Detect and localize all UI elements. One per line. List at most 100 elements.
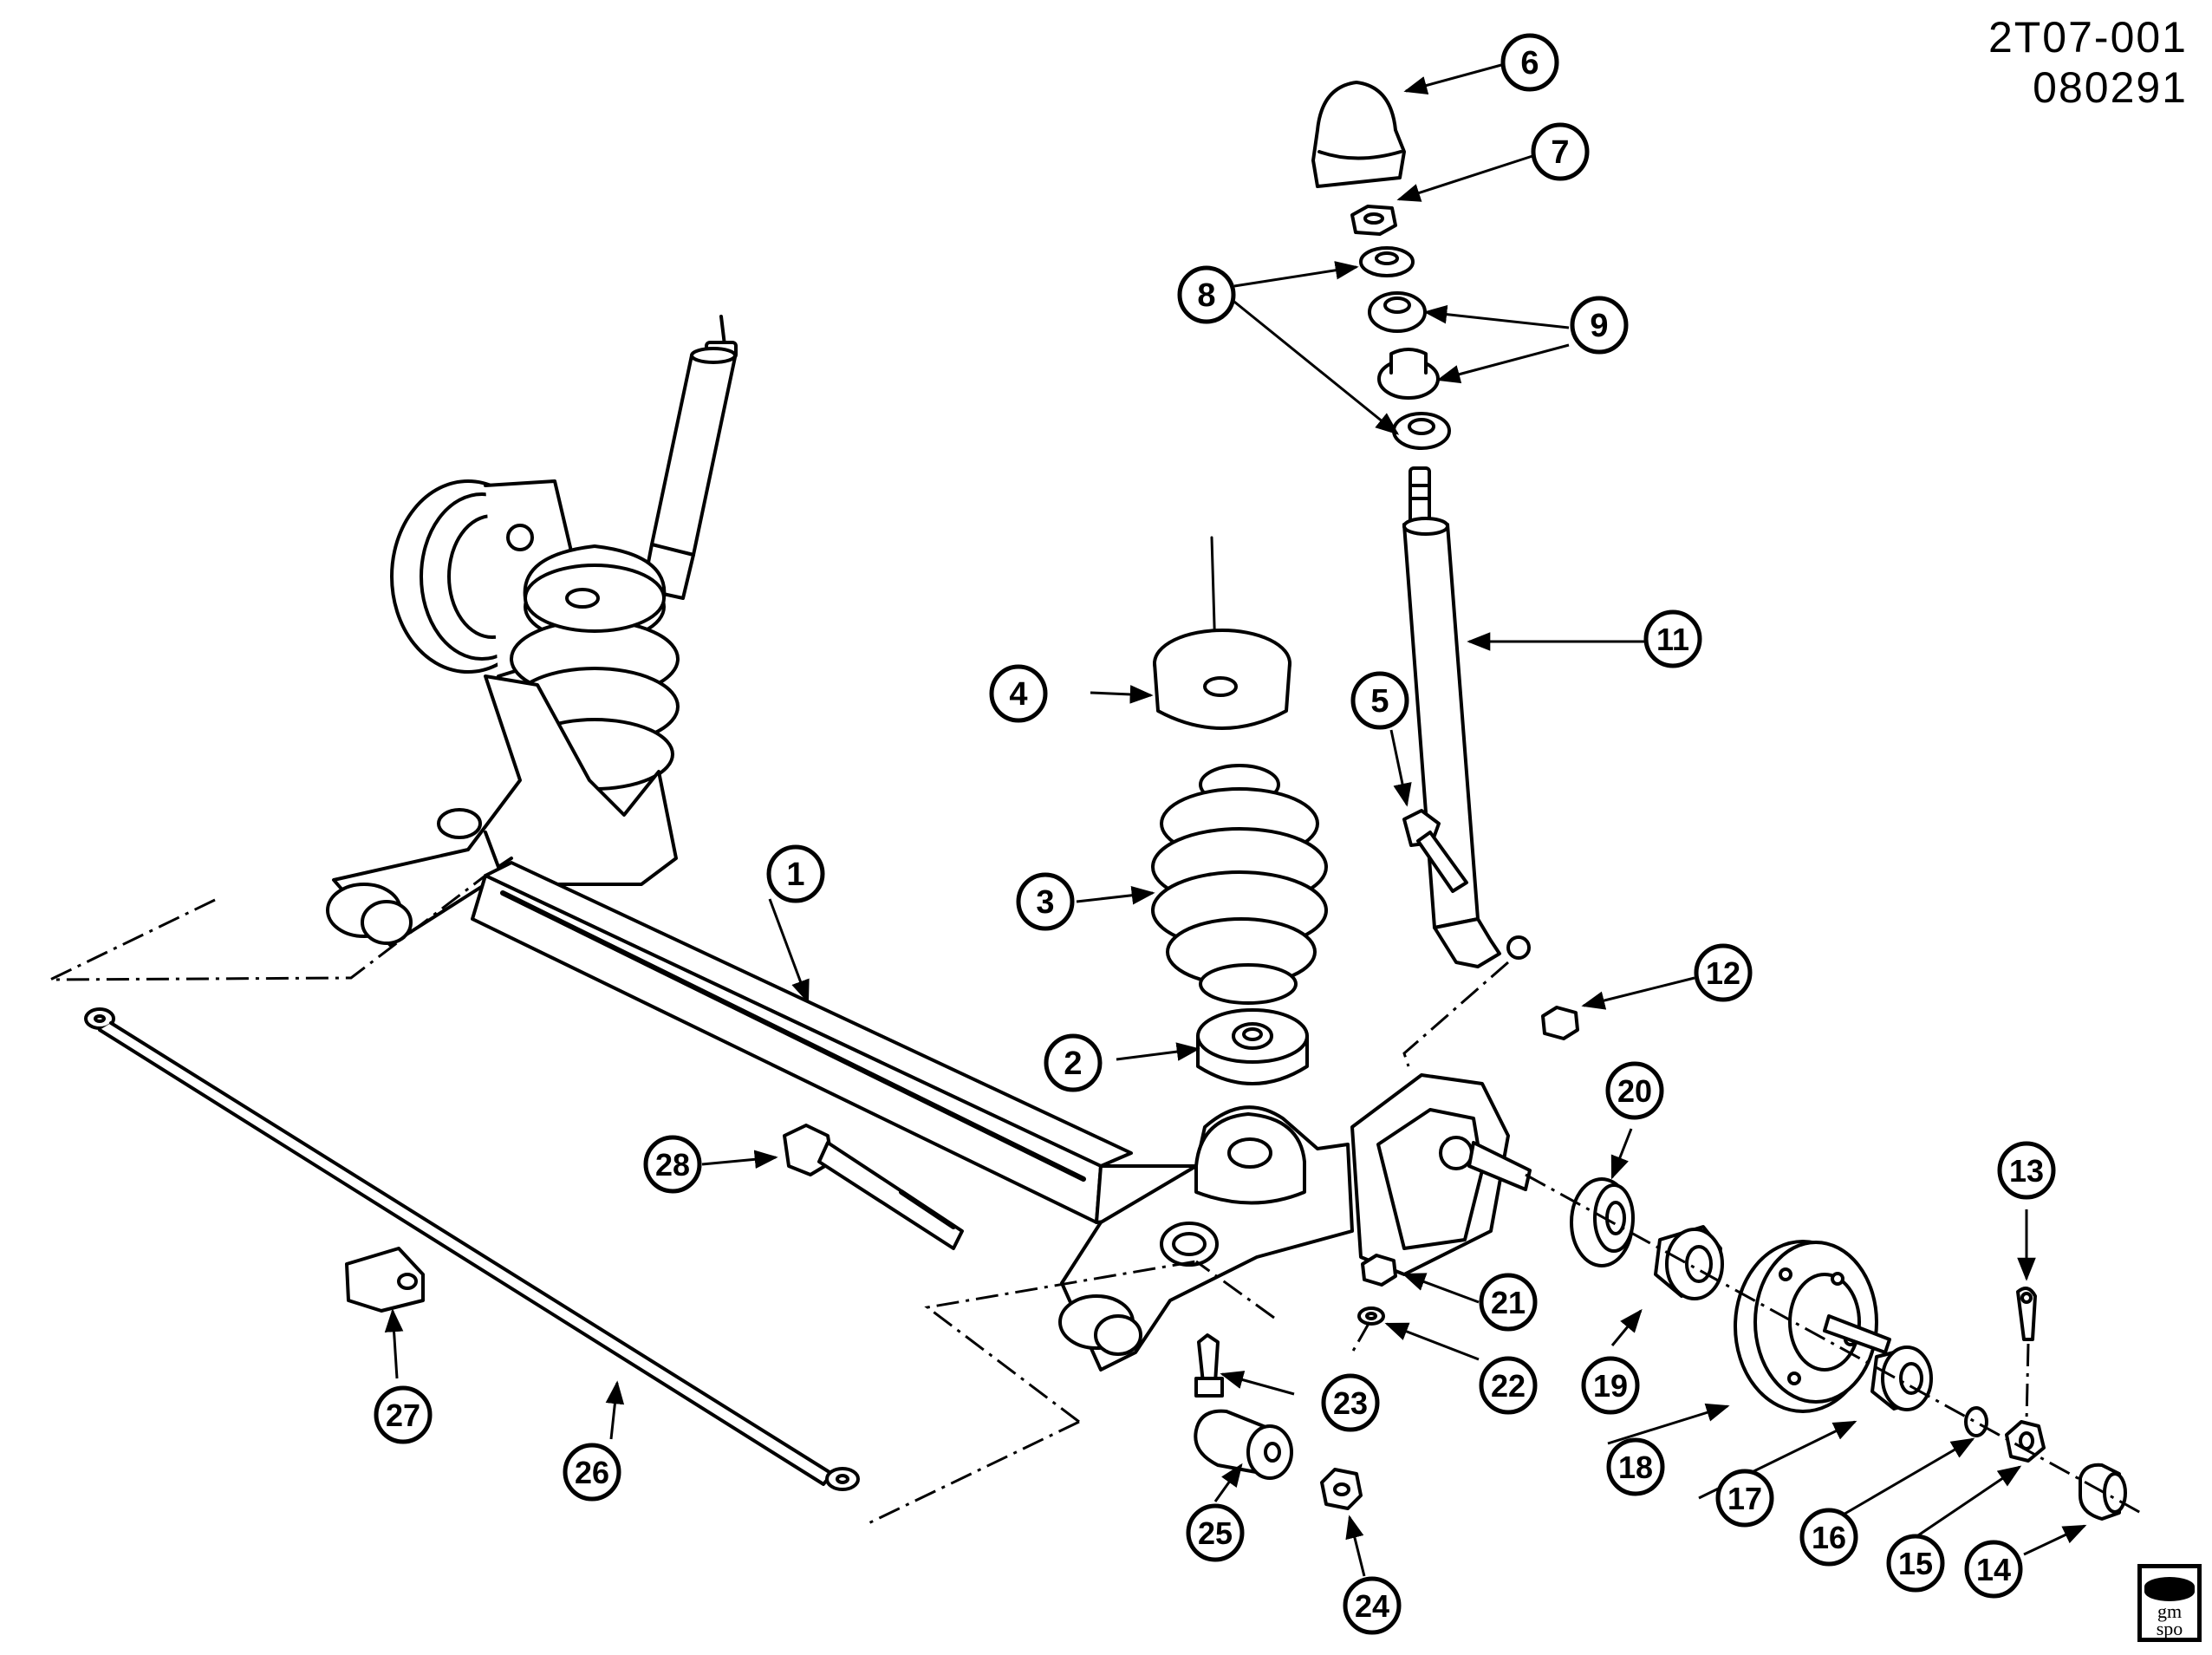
callout-label: 9 <box>1590 308 1608 344</box>
bracket-27 <box>345 1247 425 1313</box>
right-trailing-arm <box>1058 1105 1354 1372</box>
callout-circle <box>989 664 1048 723</box>
callout-4: 4 <box>989 664 1048 723</box>
callout-23: 23 <box>1321 1373 1380 1432</box>
drawing-code: 2T07-001 <box>1988 13 2188 62</box>
insulator-upper <box>1368 291 1427 333</box>
callout-19: 19 <box>1581 1356 1640 1415</box>
shock-absorber <box>1402 466 1531 968</box>
shock-cap <box>1311 81 1406 188</box>
callout-5: 5 <box>1350 671 1409 730</box>
callout-16: 16 <box>1799 1508 1858 1567</box>
retainer-lower <box>1392 412 1451 450</box>
callout-circle <box>1799 1508 1858 1567</box>
lower-spring-insulator <box>1196 1008 1309 1085</box>
callout-26: 26 <box>563 1443 621 1502</box>
callout-circle <box>1016 872 1075 931</box>
callout-circle <box>1606 1437 1665 1496</box>
callout-circle <box>1531 122 1590 181</box>
callout-circle <box>1570 296 1629 355</box>
callout-circle <box>1715 1469 1774 1528</box>
callout-7: 7 <box>1531 122 1590 181</box>
callout-label: 22 <box>1491 1368 1526 1404</box>
callout-20: 20 <box>1605 1061 1664 1120</box>
callout-24: 24 <box>1343 1576 1402 1635</box>
callout-circle <box>563 1443 621 1502</box>
callout-circle <box>1321 1373 1380 1432</box>
callout-label: 26 <box>575 1455 609 1490</box>
callout-label: 21 <box>1491 1285 1526 1320</box>
callout-label: 12 <box>1706 955 1740 991</box>
callout-circle <box>1500 33 1559 92</box>
callout-label: 23 <box>1333 1385 1368 1421</box>
nut-24 <box>1320 1468 1363 1510</box>
callout-label: 6 <box>1520 45 1539 81</box>
callout-label: 1 <box>786 857 804 893</box>
callout-13: 13 <box>1997 1141 2056 1200</box>
bolt-23 <box>1194 1333 1224 1398</box>
callout-label: 3 <box>1036 884 1054 921</box>
callout-circle <box>1479 1273 1538 1332</box>
gm-spo-logo: gm spo <box>2137 1564 2202 1642</box>
callout-label: 2 <box>1064 1046 1082 1082</box>
bushing-25 <box>1194 1409 1293 1480</box>
callout-circle <box>1886 1534 1945 1593</box>
callout-label: 14 <box>1976 1552 2011 1587</box>
washer-16 <box>1964 1406 1988 1437</box>
callout-label: 15 <box>1898 1546 1933 1581</box>
coil-spring <box>1151 764 1328 1005</box>
callout-circle <box>1964 1540 2023 1599</box>
callout-25: 25 <box>1186 1503 1245 1562</box>
callout-label: 20 <box>1617 1073 1652 1109</box>
callout-12: 12 <box>1694 943 1753 1002</box>
callout-circle <box>1343 1576 1402 1635</box>
nut-15 <box>2005 1420 2046 1463</box>
callout-label: 4 <box>1009 676 1027 713</box>
bearing-17 <box>1870 1346 1933 1411</box>
left-shock-absorber <box>641 315 738 600</box>
callout-label: 16 <box>1812 1520 1846 1555</box>
hub-drum-18 <box>1734 1240 1891 1413</box>
callout-2: 2 <box>1044 1033 1103 1092</box>
callout-27: 27 <box>374 1385 433 1444</box>
shock-nut <box>1350 205 1397 236</box>
right-backing-plate <box>1350 1073 1532 1276</box>
callout-circle <box>1605 1061 1664 1120</box>
callout-21: 21 <box>1479 1273 1538 1332</box>
callout-label: 25 <box>1198 1515 1233 1551</box>
callout-circle <box>1694 943 1753 1002</box>
upper-spring-insulator <box>1153 536 1291 730</box>
callout-label: 24 <box>1355 1588 1389 1624</box>
callout-circle <box>766 844 825 903</box>
retainer-upper <box>1359 246 1415 277</box>
drawing-date: 080291 <box>2033 63 2188 112</box>
cotter-pin-13 <box>2016 1287 2037 1341</box>
bolt-5 <box>1402 809 1468 893</box>
logo-line-1: gm <box>2157 1600 2183 1622</box>
logo-line-2: spo <box>2156 1618 2183 1639</box>
callout-circle <box>374 1385 433 1444</box>
callout-circle <box>1643 609 1702 668</box>
callout-17: 17 <box>1715 1469 1774 1528</box>
logo-can-icon <box>2144 1577 2195 1601</box>
nut-21 <box>1361 1254 1397 1287</box>
callout-15: 15 <box>1886 1534 1945 1593</box>
callout-label: 27 <box>386 1398 420 1433</box>
bolt-28 <box>783 1124 964 1250</box>
callout-11: 11 <box>1643 609 1702 668</box>
callout-label: 7 <box>1551 134 1569 171</box>
callout-circle <box>643 1135 702 1194</box>
seal-20 <box>1570 1177 1635 1267</box>
nut-12 <box>1541 1006 1579 1040</box>
callout-label: 8 <box>1197 277 1215 314</box>
callout-circle <box>1997 1141 2056 1200</box>
callout-label: 28 <box>655 1147 690 1183</box>
drawing-header: 2T07-001 080291 <box>1988 12 2188 113</box>
callout-label: 11 <box>1656 622 1689 657</box>
track-bar-26 <box>84 1007 860 1491</box>
callout-18: 18 <box>1606 1437 1665 1496</box>
callout-circle <box>1177 265 1236 324</box>
callout-circle <box>1350 671 1409 730</box>
